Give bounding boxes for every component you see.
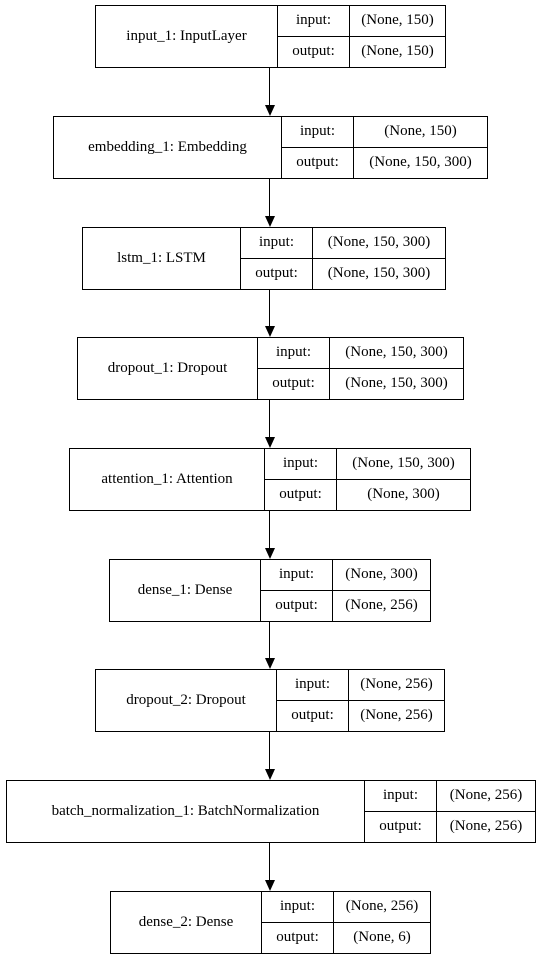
layer-name: embedding_1: Embedding (54, 117, 282, 178)
output-shape: (None, 256) (345, 597, 418, 614)
input-shape: (None, 256) (437, 781, 535, 812)
output-label: output: (277, 700, 349, 731)
edge-line (269, 68, 270, 105)
output-shape: (None, 6) (353, 929, 411, 946)
layer-name: dense_2: Dense (111, 892, 262, 953)
input-shape: (None, 150, 300) (337, 449, 470, 480)
output-shape: (None, 150, 300) (327, 265, 431, 282)
arrowhead-icon (264, 658, 275, 669)
output-label: output: (365, 811, 437, 842)
edge-line (269, 622, 270, 658)
output-shape: (None, 150, 300) (369, 154, 472, 171)
edge-line (269, 290, 270, 326)
output-label: output: (265, 479, 337, 510)
input-shape: (None, 256) (349, 670, 444, 701)
input-shape: (None, 300) (333, 560, 430, 591)
output-shape: (None, 300) (367, 486, 440, 503)
arrowhead-icon (264, 326, 275, 337)
arrowhead-icon (264, 880, 275, 891)
layer-node: batch_normalization_1: BatchNormalizatio… (6, 780, 536, 843)
output-label: output: (282, 147, 354, 178)
layer-name: dropout_1: Dropout (78, 338, 258, 399)
input-shape: (None, 150) (350, 6, 445, 37)
edge-line (269, 732, 270, 769)
layer-name: attention_1: Attention (70, 449, 265, 510)
arrowhead-icon (264, 216, 275, 227)
layer-name: input_1: InputLayer (96, 6, 278, 67)
output-shape: (None, 150) (361, 43, 434, 60)
edge-line (269, 400, 270, 437)
edge-line (269, 511, 270, 548)
input-label: input: (282, 117, 354, 148)
input-label: input: (277, 670, 349, 701)
output-shape: (None, 150, 300) (345, 375, 448, 392)
input-shape: (None, 256) (334, 892, 430, 923)
output-label: output: (278, 36, 350, 67)
layer-name: dense_1: Dense (110, 560, 261, 621)
input-label: input: (241, 228, 313, 259)
edge-line (269, 179, 270, 216)
input-label: input: (258, 338, 330, 369)
arrowhead-icon (264, 769, 275, 780)
input-label: input: (278, 6, 350, 37)
output-label: output: (241, 258, 313, 289)
input-label: input: (365, 781, 437, 812)
arrowhead-icon (264, 548, 275, 559)
output-label: output: (262, 922, 334, 953)
input-shape: (None, 150, 300) (330, 338, 463, 369)
input-shape: (None, 150, 300) (313, 228, 445, 259)
layer-name: batch_normalization_1: BatchNormalizatio… (7, 781, 365, 842)
input-label: input: (262, 892, 334, 923)
input-label: input: (265, 449, 337, 480)
output-shape: (None, 256) (360, 707, 433, 724)
output-label: output: (261, 590, 333, 621)
input-label: input: (261, 560, 333, 591)
output-shape: (None, 256) (449, 818, 523, 835)
arrowhead-icon (264, 105, 275, 116)
layer-name: lstm_1: LSTM (83, 228, 241, 289)
arrowhead-icon (264, 437, 275, 448)
output-label: output: (258, 368, 330, 399)
layer-name: dropout_2: Dropout (96, 670, 277, 731)
input-shape: (None, 150) (354, 117, 487, 148)
edge-line (269, 843, 270, 880)
